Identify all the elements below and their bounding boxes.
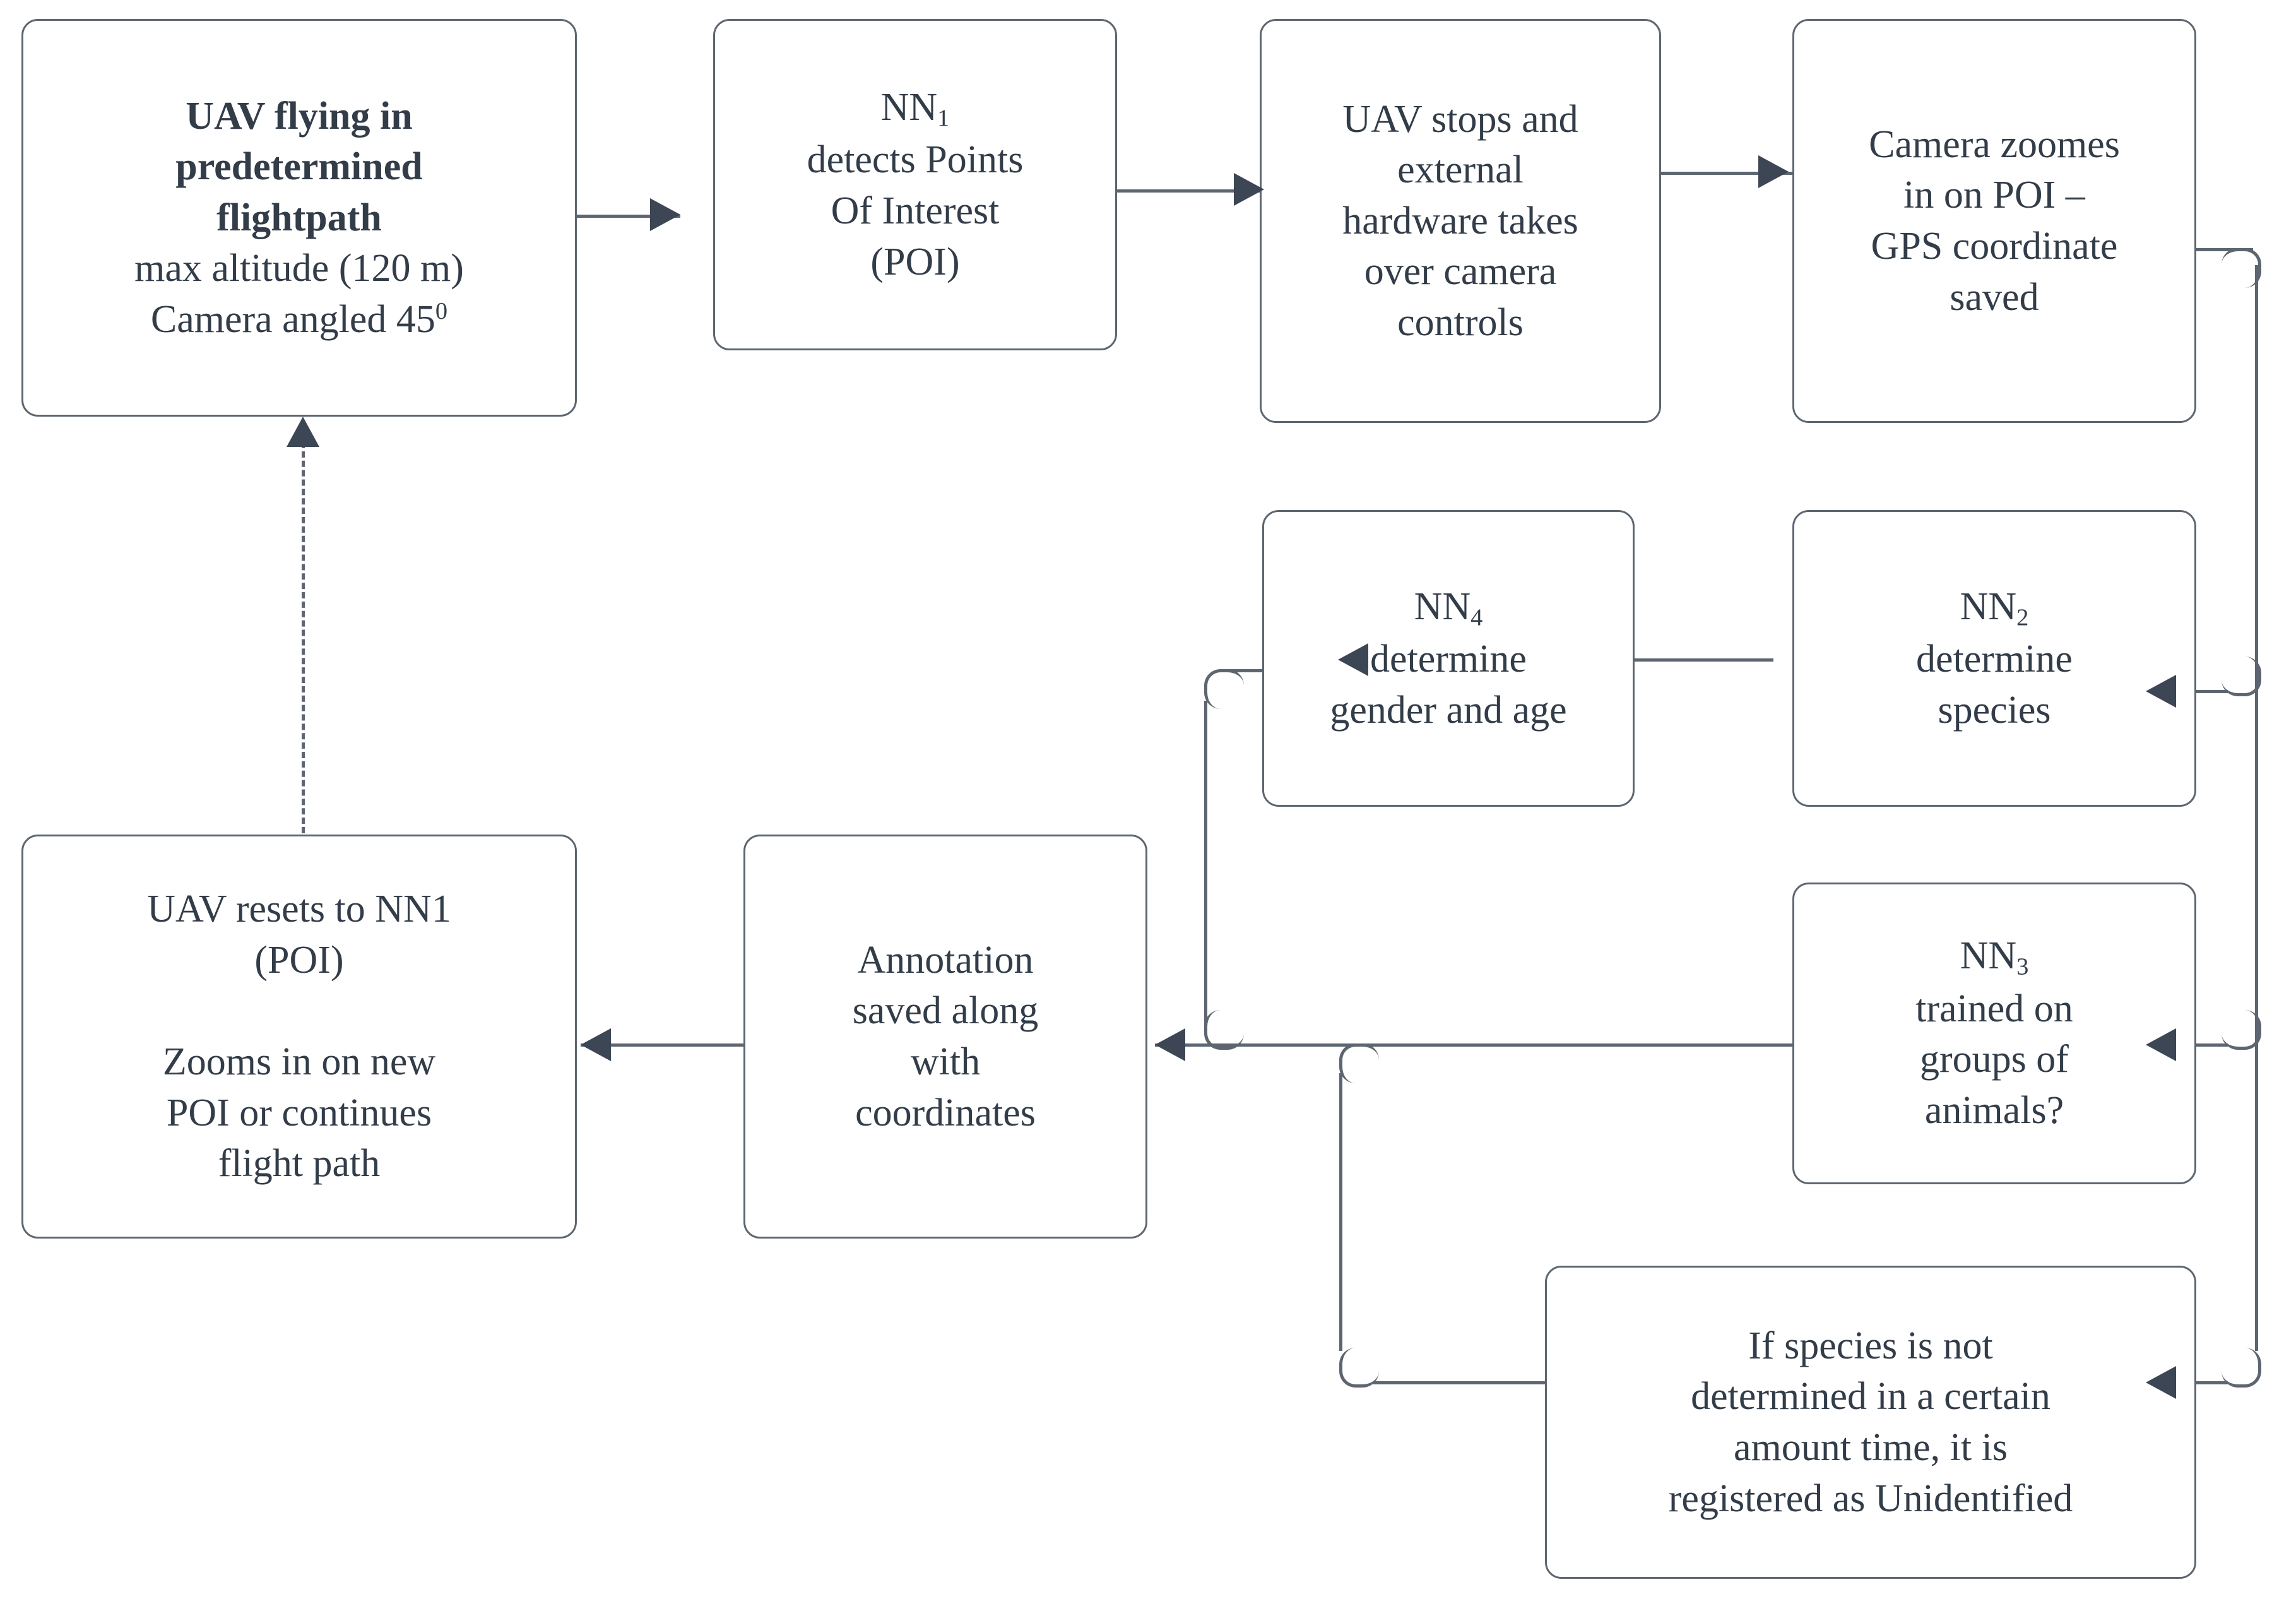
elbow-nn4-left-down — [1204, 669, 1244, 709]
connector-uav-stops-to-camera — [1647, 172, 1843, 175]
arrowhead-to-unidentified — [2146, 1366, 2176, 1399]
node-annotation[interactable]: Annotation saved along with coordinates — [743, 835, 1147, 1239]
elbow-nn4-down-to-annotation — [1204, 1010, 1244, 1050]
nn3-subscript: 3 — [2016, 953, 2029, 980]
annotation-line3: with — [910, 1040, 981, 1083]
unidentified-line4: registered as Unidentified — [1668, 1477, 2073, 1520]
connector-uav-resets-to-flightpath-dashed — [302, 442, 305, 833]
connector-nn3-to-annotation — [1155, 1043, 1900, 1047]
elbow-unidentified-up-to-annotation — [1339, 1043, 1379, 1083]
elbow-rail-to-nn2 — [2222, 657, 2261, 696]
camera-zoomes-line3: GPS coordinate — [1871, 225, 2118, 268]
camera-zoomes-line1: Camera zoomes — [1869, 122, 2120, 166]
nn1-label: NN — [880, 85, 938, 129]
unidentified-line1: If species is not — [1748, 1324, 1993, 1367]
uav-resets-line6: flight path — [218, 1142, 381, 1186]
nn4-label: NN — [1414, 585, 1471, 628]
degree-superscript: 0 — [435, 297, 448, 324]
uav-stops-line2: external — [1397, 148, 1524, 192]
uav-stops-line1: UAV stops and — [1342, 97, 1578, 141]
annotation-line4: coordinates — [855, 1091, 1036, 1134]
uav-stops-line4: over camera — [1364, 250, 1557, 294]
arrowhead-to-nn2 — [2146, 675, 2176, 708]
uav-flightpath-line3: flightpath — [216, 196, 382, 239]
right-rail-vertical — [2255, 265, 2258, 1351]
uav-resets-spacer — [33, 985, 565, 1037]
nn1-line3: Of Interest — [831, 189, 1000, 232]
uav-stops-line5: controls — [1397, 300, 1524, 344]
nn1-line2: detects Points — [807, 138, 1024, 182]
arrowhead-to-uav-stops — [1234, 173, 1264, 206]
camera-zoomes-line4: saved — [1950, 275, 2039, 319]
arrowhead-to-flightpath — [287, 417, 319, 447]
nn2-subscript: 2 — [2016, 604, 2029, 631]
arrowhead-to-nn1 — [650, 198, 680, 231]
node-uav-stops[interactable]: UAV stops and external hardware takes ov… — [1260, 19, 1661, 423]
nn3-title: NN3 — [1804, 930, 2184, 984]
arrowhead-to-annotation — [1155, 1028, 1185, 1061]
uav-resets-line2: (POI) — [254, 938, 344, 982]
nn2-line2: determine — [1916, 638, 2073, 681]
nn1-line4: (POI) — [870, 240, 960, 283]
node-nn1[interactable]: NN1 detects Points Of Interest (POI) — [713, 19, 1117, 350]
node-camera-zoomes[interactable]: Camera zoomes in on POI – GPS coordinate… — [1792, 19, 2196, 423]
nn3-line3: groups of — [1920, 1038, 2069, 1081]
nn4-title: NN4 — [1274, 581, 1623, 634]
uav-resets-line5: POI or continues — [166, 1091, 432, 1134]
arrowhead-to-uav-resets — [581, 1028, 611, 1061]
node-nn4[interactable]: NN4 determine gender and age — [1262, 510, 1635, 807]
elbow-rail-to-unidentified — [2222, 1348, 2261, 1388]
unidentified-line2: determined in a certain — [1691, 1375, 2050, 1418]
connector-unidentified-vertical-up — [1339, 1073, 1342, 1351]
uav-resets-line4: Zooms in on new — [162, 1040, 436, 1083]
nn1-subscript: 1 — [937, 105, 950, 132]
uav-stops-line3: hardware takes — [1342, 199, 1578, 242]
elbow-camera-right-down — [2222, 248, 2261, 288]
uav-flightpath-line4: max altitude (120 m) — [134, 247, 464, 290]
nn2-line3: species — [1938, 688, 2051, 732]
uav-resets-line1: UAV resets to NN1 — [147, 888, 451, 931]
node-unidentified[interactable]: If species is not determined in a certai… — [1545, 1266, 2196, 1579]
uav-flightpath-line5: Camera angled 450 — [33, 294, 565, 345]
annotation-line1: Annotation — [857, 938, 1034, 982]
nn2-title: NN2 — [1804, 581, 2184, 634]
uav-flightpath-line1: UAV flying in — [186, 94, 413, 138]
uav-flightpath-camera-angle-text: Camera angled 45 — [150, 297, 435, 341]
connector-nn4-vertical-down — [1204, 701, 1207, 1029]
nn3-line2: trained on — [1915, 987, 2073, 1030]
camera-zoomes-line2: in on POI – — [1903, 174, 2085, 217]
node-uav-resets[interactable]: UAV resets to NN1 (POI) Zooms in on new … — [21, 835, 577, 1239]
uav-flightpath-line2: predetermined — [175, 145, 423, 189]
elbow-rail-to-nn3 — [2222, 1010, 2261, 1050]
nn4-subscript: 4 — [1471, 604, 1483, 631]
nn4-line3: gender and age — [1330, 688, 1567, 732]
connector-unidentified-left-stub — [1373, 1381, 1650, 1384]
arrowhead-to-nn4 — [1338, 643, 1368, 676]
arrowhead-to-camera-zoomes — [1758, 155, 1789, 188]
elbow-unidentified-left-up — [1339, 1348, 1379, 1388]
annotation-line2: saved along — [852, 989, 1039, 1033]
nn3-label: NN — [1960, 934, 2017, 978]
nn3-line4: animals? — [1924, 1089, 2064, 1132]
nn2-label: NN — [1960, 585, 2017, 628]
connector-camera-right-stub — [2196, 248, 2253, 251]
nn1-title: NN1 — [725, 82, 1105, 135]
node-nn2[interactable]: NN2 determine species — [1792, 510, 2196, 807]
node-nn3[interactable]: NN3 trained on groups of animals? — [1792, 883, 2196, 1184]
nn4-line2: determine — [1370, 638, 1527, 681]
unidentified-line3: amount time, it is — [1734, 1426, 2008, 1469]
arrowhead-to-nn3 — [2146, 1028, 2176, 1061]
node-uav-flightpath[interactable]: UAV flying in predetermined flightpath m… — [21, 19, 577, 417]
